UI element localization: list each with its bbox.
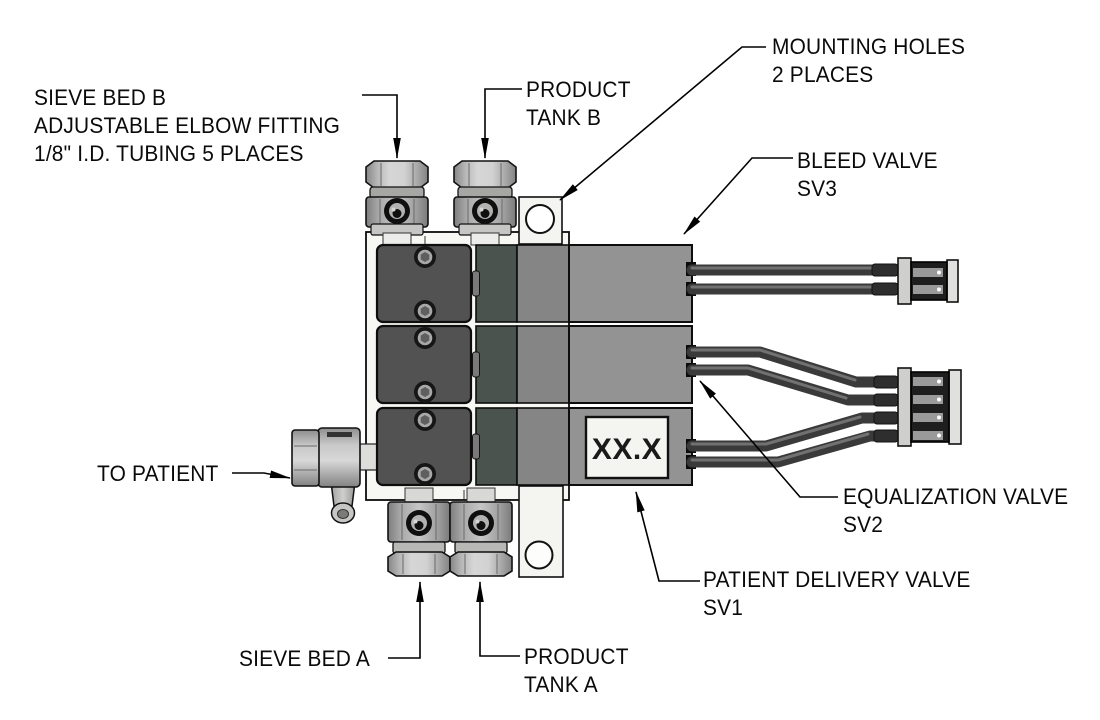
label-line: SV1 xyxy=(703,595,744,620)
label-mounting-holes: MOUNTING HOLES 2 PLACES xyxy=(772,33,965,89)
wire-harness-sv3 xyxy=(686,262,904,296)
label-sieve-bed-a: SIEVE BED A xyxy=(239,645,370,673)
label-line: TANK B xyxy=(526,105,602,130)
connector-2pin xyxy=(897,257,959,305)
leader-product-tank-a xyxy=(476,581,520,657)
display-placard: XX.X xyxy=(584,415,670,480)
patient-outlet-elbow-fitting xyxy=(291,427,379,524)
top-fitting-sieve-bed-b xyxy=(365,160,429,246)
wire-harness-sv2-sv1 xyxy=(686,345,904,469)
label-line: TO PATIENT xyxy=(97,461,219,486)
leader-lines xyxy=(232,46,838,659)
label-line: SIEVE BED B xyxy=(34,85,167,110)
leader-to-patient xyxy=(232,470,291,479)
label-line: BLEED VALVE xyxy=(797,148,938,173)
label-line: TANK A xyxy=(524,672,598,697)
label-product-tank-b: PRODUCT TANK B xyxy=(526,76,631,132)
label-product-tank-a: PRODUCT TANK A xyxy=(524,643,629,699)
label-line: ADJUSTABLE ELBOW FITTING xyxy=(34,113,341,138)
label-equalization-valve: EQUALIZATION VALVE SV2 xyxy=(843,483,1068,539)
label-line: 1/8" I.D. TUBING 5 PLACES xyxy=(34,141,304,166)
bottom-mounting-tab xyxy=(518,485,564,578)
leader-patient-delivery-valve xyxy=(635,491,700,582)
label-line: SV2 xyxy=(843,512,884,537)
label-line: EQUALIZATION VALVE xyxy=(843,484,1069,509)
connector-4pin xyxy=(897,367,962,447)
top-mounting-tab xyxy=(518,196,563,245)
valve-row-sv2-equalization xyxy=(375,324,694,405)
label-line: PRODUCT xyxy=(524,644,629,669)
valve-row-sv3-bleed xyxy=(375,243,694,324)
label-line: MOUNTING HOLES xyxy=(772,34,966,59)
top-fitting-product-tank-b xyxy=(453,160,517,246)
bottom-fitting-sieve-bed-a xyxy=(387,487,451,577)
label-patient-delivery-valve: PATIENT DELIVERY VALVE SV1 xyxy=(703,566,970,622)
label-bleed-valve: BLEED VALVE SV3 xyxy=(797,147,938,203)
leader-bleed-valve xyxy=(683,157,793,235)
leader-equalization-valve xyxy=(699,380,838,498)
leader-sieve-bed-a xyxy=(388,581,424,659)
leader-mounting-holes xyxy=(559,46,766,201)
leader-product-tank-b xyxy=(481,88,522,159)
label-line: SV3 xyxy=(797,176,838,201)
display-placard-text: XX.X xyxy=(592,433,662,466)
mounting-hole-top xyxy=(525,204,555,234)
label-sieve-bed-b: SIEVE BED B ADJUSTABLE ELBOW FITTING 1/8… xyxy=(34,84,340,168)
label-to-patient: TO PATIENT xyxy=(97,460,219,488)
label-line: 2 PLACES xyxy=(772,62,874,87)
leader-sieve-bed-b xyxy=(362,94,401,159)
mounting-hole-bottom xyxy=(524,540,554,570)
label-line: PATIENT DELIVERY VALVE xyxy=(703,567,971,592)
bottom-fitting-product-tank-a xyxy=(449,487,513,577)
label-line: PRODUCT xyxy=(526,77,631,102)
label-line: SIEVE BED A xyxy=(239,646,371,671)
